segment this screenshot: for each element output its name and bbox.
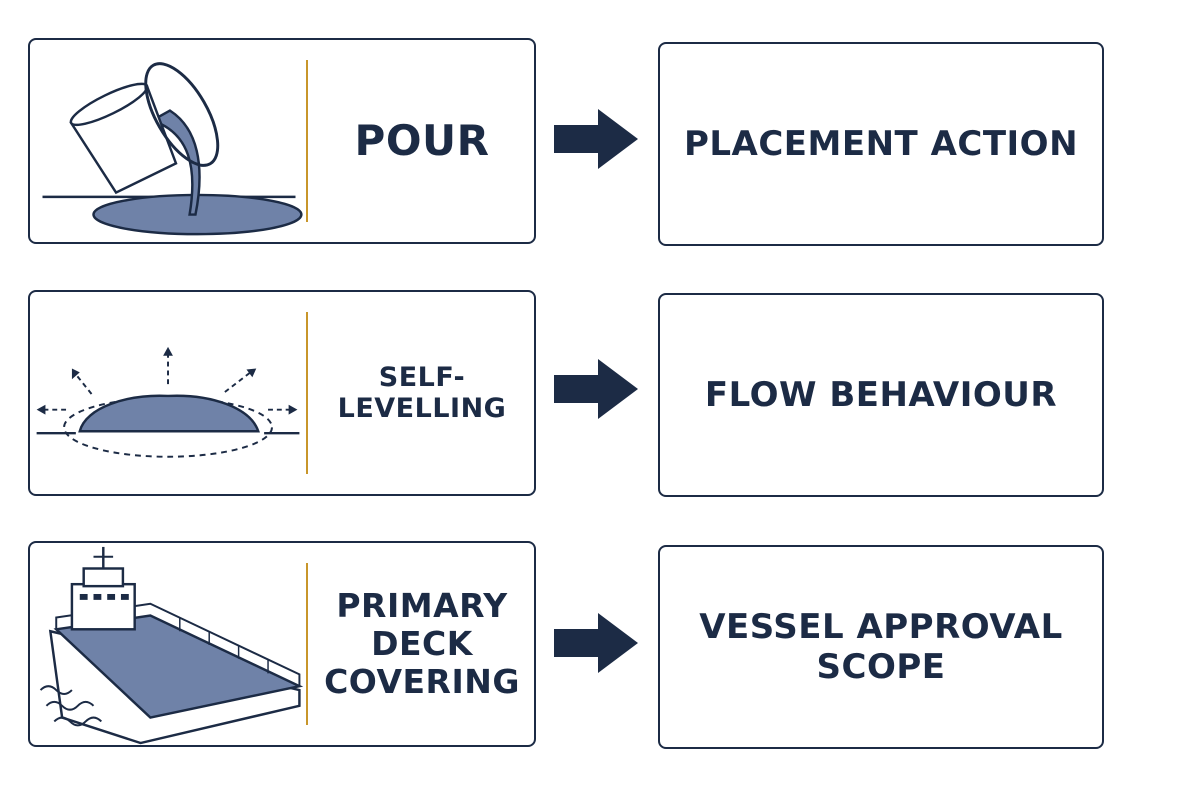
divider — [306, 563, 308, 725]
arrow-right-icon — [554, 613, 638, 673]
meaning-card-flow: FLOW BEHAVIOUR — [658, 293, 1104, 497]
meaning-label: VESSEL APPROVAL SCOPE — [699, 607, 1063, 687]
meaning-card-vessel: VESSEL APPROVAL SCOPE — [658, 545, 1104, 749]
arrow-right-icon — [554, 359, 638, 419]
meaning-card-placement: PLACEMENT ACTION — [658, 42, 1104, 246]
arrow-right-icon — [554, 109, 638, 169]
divider — [306, 312, 308, 474]
term-card-primary-deck-covering: PRIMARY DECK COVERING — [28, 541, 536, 747]
divider — [306, 60, 308, 222]
spreading-puddle-icon — [36, 346, 300, 458]
meaning-label: PLACEMENT ACTION — [683, 124, 1079, 164]
term-label: PRIMARY DECK COVERING — [324, 586, 520, 701]
term-card-pour: POUR — [28, 38, 536, 244]
pouring-bucket-icon — [42, 62, 303, 236]
term-card-self-levelling: SELF-LEVELLING — [28, 290, 536, 496]
term-label: POUR — [354, 115, 490, 165]
meaning-label: FLOW BEHAVIOUR — [704, 375, 1058, 415]
ship-deck-icon — [39, 546, 304, 745]
term-label: SELF-LEVELLING — [337, 361, 507, 424]
